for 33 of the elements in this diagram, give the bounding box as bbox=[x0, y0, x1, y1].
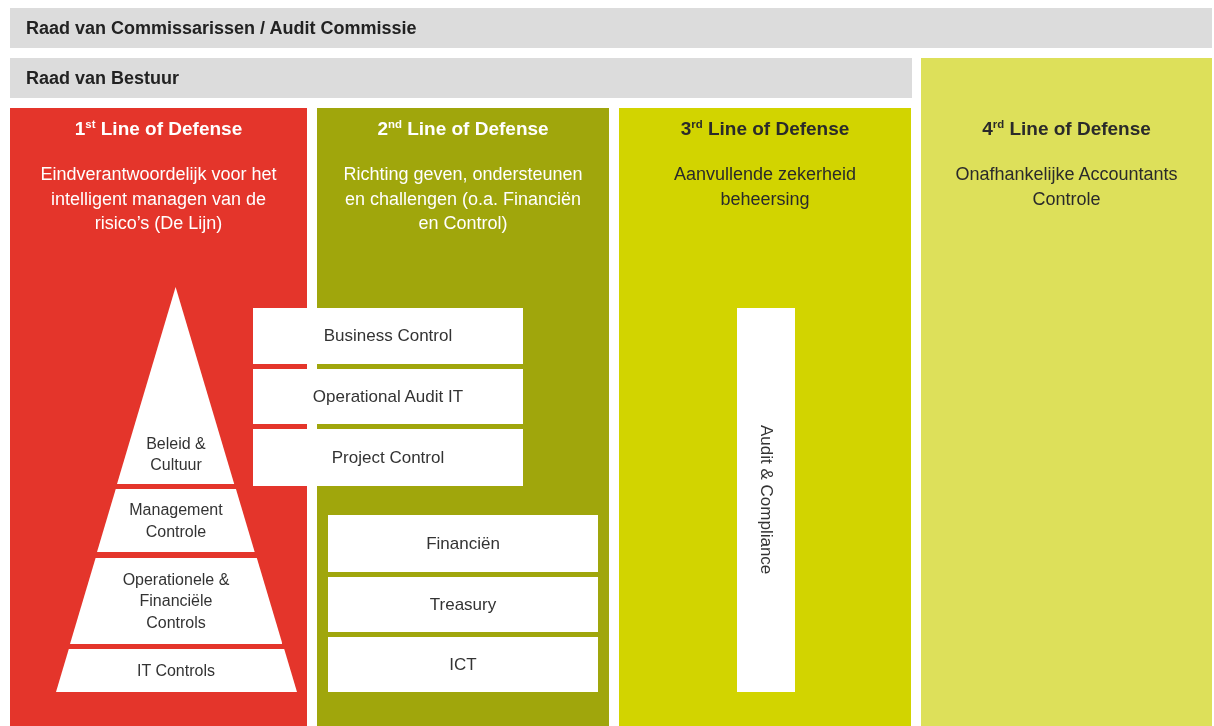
function-box bbox=[253, 429, 523, 486]
column-heading: 4$^{rd}$ Line of Defense bbox=[982, 118, 1151, 141]
function-box bbox=[253, 308, 523, 364]
box-label: Audit & Compliance bbox=[756, 425, 776, 575]
box-label: ICT bbox=[449, 654, 477, 675]
box-label: Business Control bbox=[323, 326, 453, 346]
box-label: Operational Audit IT bbox=[312, 386, 464, 407]
column-heading: 3$^{rd}$ Line of Defense bbox=[680, 118, 850, 141]
column-panel bbox=[921, 58, 1212, 726]
tier-label: Management Controle bbox=[128, 499, 224, 542]
function-box bbox=[253, 369, 523, 424]
bar-label: Raad van Bestuur bbox=[26, 67, 180, 89]
function-box bbox=[328, 515, 598, 572]
column-heading: 2$^{nd}$ Line of Defense bbox=[377, 118, 549, 141]
header-bar bbox=[10, 58, 912, 98]
column-panel bbox=[10, 108, 307, 726]
column-description: Onafhankelijke Accountants Controle bbox=[954, 163, 1179, 211]
function-box bbox=[328, 637, 598, 692]
column-description: Richting geven, ondersteunen en challengen (o.a. Financiën en Control) bbox=[342, 163, 584, 235]
tier-label: IT Controls bbox=[137, 660, 215, 681]
box-label: Treasury bbox=[429, 594, 497, 615]
tier-label: Operationele & Financiële Controls bbox=[121, 569, 231, 633]
column-heading: 1$^{st}$ Line of Defense bbox=[74, 118, 243, 141]
tier-label: Beleid & Cultuur bbox=[145, 433, 207, 476]
column-description: Aanvullende zekerheid beheersing bbox=[672, 163, 858, 211]
column-description: Eindverantwoordelijk voor het intelligent managen van de risico’s (De Lijn) bbox=[39, 163, 278, 235]
box-label: Financiën bbox=[426, 533, 500, 554]
function-box bbox=[328, 577, 598, 632]
function-box bbox=[737, 308, 795, 692]
column-panel bbox=[619, 108, 911, 726]
header-bar bbox=[10, 8, 1212, 48]
bar-label: Raad van Commissarissen / Audit Commissie bbox=[26, 17, 417, 39]
box-label: Project Control bbox=[331, 447, 445, 468]
